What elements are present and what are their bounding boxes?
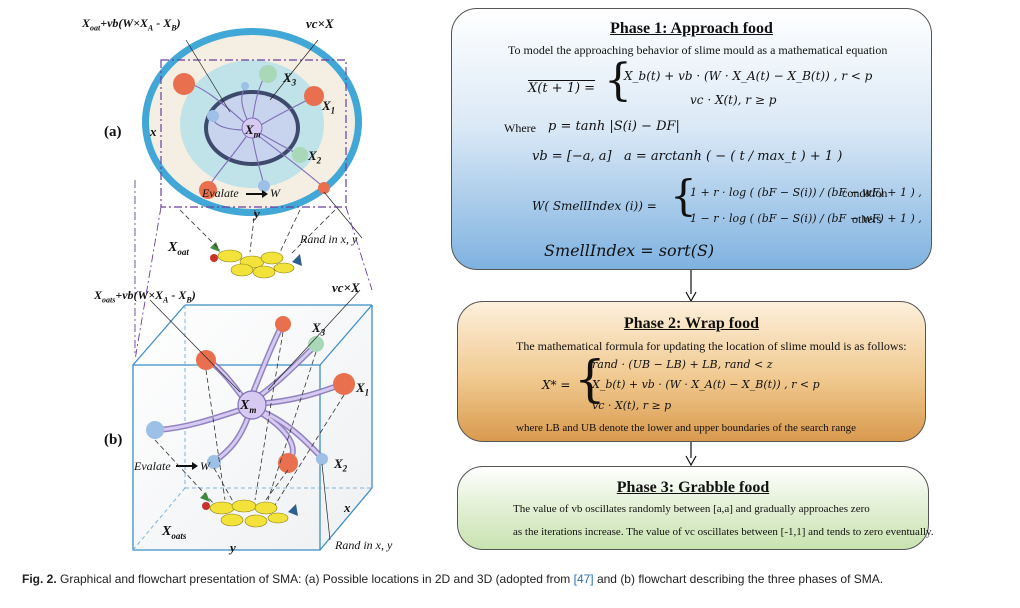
- phase2-brace: {: [574, 350, 606, 408]
- phase1-case2: vc · X(t), r ≥ p: [690, 93, 777, 107]
- phase1-brace: {: [604, 55, 632, 106]
- phase2-intro: The mathematical formula for updating th…: [516, 339, 907, 353]
- x-axis-label: x: [150, 124, 157, 139]
- b-x3-label: X3: [312, 320, 326, 338]
- phase2-title: Phase 2: Wrap food: [624, 315, 759, 332]
- phase1-intro: To model the approaching behavior of sli…: [508, 43, 888, 57]
- phase1-w-case1-cond: condition: [842, 186, 888, 200]
- b-xoats-label: Xoats: [162, 524, 187, 541]
- caption-text-2: and (b) flowchart describing the three p…: [593, 572, 884, 586]
- b-evaluate-label: Evalate: [134, 459, 171, 473]
- phase1-eq-lhs: X(t + 1) =: [528, 81, 596, 96]
- phase3-line1: The value of vb oscillates randomly betw…: [513, 503, 870, 515]
- y-axis-label: y: [254, 206, 260, 221]
- b-vc-x-label: vc×X: [332, 280, 360, 295]
- arrow-phase1-phase2: [685, 270, 697, 302]
- phase1-where: Where: [504, 121, 536, 135]
- w-label: W: [270, 186, 280, 200]
- x3-label: X3: [283, 70, 297, 88]
- b-x2-label: X2: [334, 456, 348, 474]
- b-x1-label: X1: [356, 380, 370, 398]
- b-rand-label: Rand in x, y: [335, 538, 393, 552]
- illustration-svg: [132, 28, 373, 551]
- rand-label: Rand in x, y: [300, 232, 358, 246]
- phase2-note: where LB and UB denote the lower and upp…: [516, 422, 856, 434]
- caption-text-1: Graphical and flowchart presentation of …: [56, 572, 574, 586]
- formula-3d: Xoats+vb(W×XA - XB): [94, 288, 196, 305]
- arrow-phase2-phase3: [685, 442, 697, 466]
- phase1-smell: SmellIndex = sort(S): [544, 241, 715, 260]
- phase3-line2: as the iterations increase. The value of…: [513, 526, 934, 538]
- phase2-box: Phase 2: Wrap food The mathematical form…: [457, 301, 926, 442]
- xoat-label: Xoat: [168, 240, 189, 257]
- phase2-case3: vc · X(t), r ≥ p: [592, 399, 672, 412]
- ellipse-2d: [142, 28, 363, 239]
- formula-2d: Xoat+vb(W×XA - XB): [82, 16, 181, 33]
- figure-caption: Fig. 2. Graphical and flowchart presenta…: [22, 572, 883, 586]
- phase1-case1: X_b(t) + vb · (W · X_A(t) − X_B(t)) , r …: [624, 69, 873, 83]
- caption-ref-link[interactable]: [47]: [573, 572, 594, 586]
- label-b: (b): [104, 432, 123, 448]
- b-w-label: W: [200, 459, 210, 473]
- phase3-box: Phase 3: Grabble food The value of vb os…: [457, 466, 934, 550]
- phase1-vb-eq: vb = [−a, a]: [532, 149, 612, 164]
- phase1-p-eq: p = tanh |S(i) − DF|: [548, 119, 680, 134]
- sma-illustration: (a) Xoat+vb(W×XA - XB) vc×X X3 X1 X2 Xm …: [0, 0, 440, 565]
- phase1-a-eq: a = arctanh ( − ( t / max_t ) + 1 ): [624, 149, 843, 164]
- vc-x-label: vc×X: [306, 16, 334, 31]
- x1-label: X1: [322, 98, 336, 116]
- xm-label: Xm: [245, 122, 261, 140]
- b-y-axis-label: y: [230, 540, 236, 555]
- b-x-axis-label: x: [344, 500, 351, 515]
- phase2-case1: rand · (UB − LB) + LB, rand < z: [592, 358, 773, 371]
- phase1-w-case2-cond: others: [852, 212, 882, 226]
- phase2-lhs: X* =: [542, 378, 571, 392]
- box-3d: [132, 289, 373, 551]
- phase1-box: Phase 1: Approach food To model the appr…: [451, 8, 932, 270]
- phase1-title: Phase 1: Approach food: [610, 20, 773, 37]
- phase1-w-case2: 1 − r · log ( (bF − S(i)) / (bF − wF) + …: [690, 212, 922, 225]
- food-cluster-2d: [179, 209, 336, 279]
- b-xm-label: Xm: [240, 398, 257, 415]
- phase2-case2: X_b(t) + vb · (W · X_A(t) − X_B(t)) , r …: [592, 378, 820, 391]
- phase1-w-brace: {: [670, 171, 697, 220]
- label-a: (a): [104, 124, 122, 140]
- phase1-w-lhs: W( SmellIndex (i)) =: [532, 199, 657, 213]
- phase3-title: Phase 3: Grabble food: [616, 479, 770, 496]
- x2-label: X2: [308, 148, 322, 166]
- caption-fig-label: Fig. 2.: [22, 572, 57, 586]
- phase1-w-case1: 1 + r · log ( (bF − S(i)) / (bF − wF) + …: [690, 186, 922, 199]
- evaluate-label: Evalate: [202, 186, 239, 200]
